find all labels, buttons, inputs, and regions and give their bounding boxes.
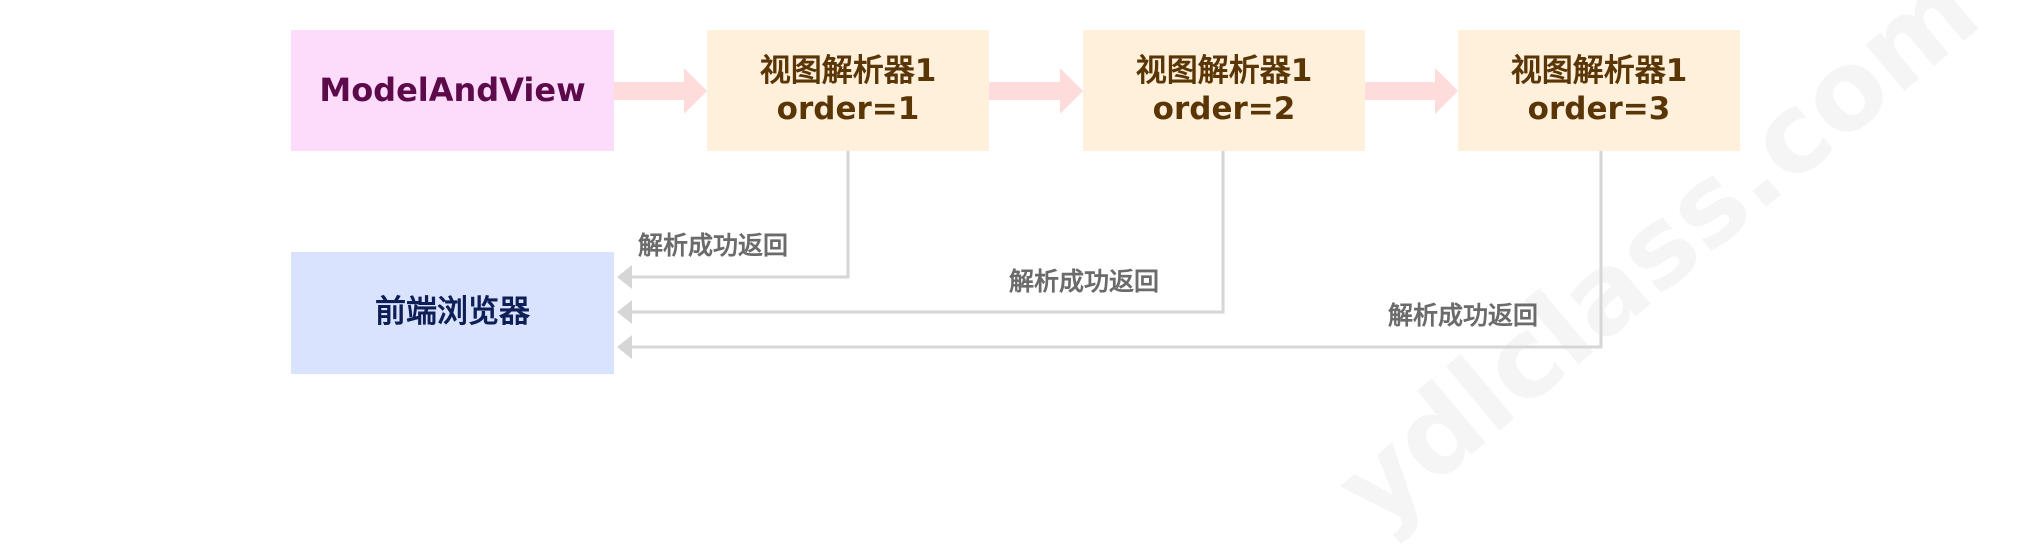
return-line-2 (630, 151, 1225, 314)
return-label-1: 解析成功返回 (638, 231, 789, 260)
return-arrowhead-3 (617, 335, 632, 359)
view-resolver-node-1: 视图解析器1 order=1 (707, 30, 989, 151)
return-arrowhead-1 (617, 265, 632, 289)
model-and-view-node: ModelAndView (291, 30, 614, 151)
return-label-2: 解析成功返回 (1009, 267, 1160, 296)
resolver-order: order=3 (1527, 90, 1671, 127)
return-arrowhead-2 (617, 300, 632, 324)
browser-label: 前端浏览器 (375, 294, 530, 331)
browser-node: 前端浏览器 (291, 252, 614, 374)
resolver-name: 视图解析器1 (759, 53, 937, 90)
return-line-1 (630, 151, 850, 279)
resolver-order: order=2 (1152, 90, 1296, 127)
resolver-name: 视图解析器1 (1510, 53, 1688, 90)
return-label-3: 解析成功返回 (1388, 301, 1539, 330)
model-and-view-label: ModelAndView (319, 71, 586, 110)
forward-arrow-2 (989, 68, 1083, 114)
connectors (614, 68, 1603, 359)
return-line-3 (630, 151, 1603, 349)
view-resolver-node-3: 视图解析器1 order=3 (1458, 30, 1740, 151)
forward-arrow-1 (614, 68, 707, 114)
view-resolver-node-2: 视图解析器1 order=2 (1083, 30, 1365, 151)
resolver-name: 视图解析器1 (1135, 53, 1313, 90)
resolver-order: order=1 (776, 90, 920, 127)
forward-arrow-3 (1364, 68, 1458, 114)
